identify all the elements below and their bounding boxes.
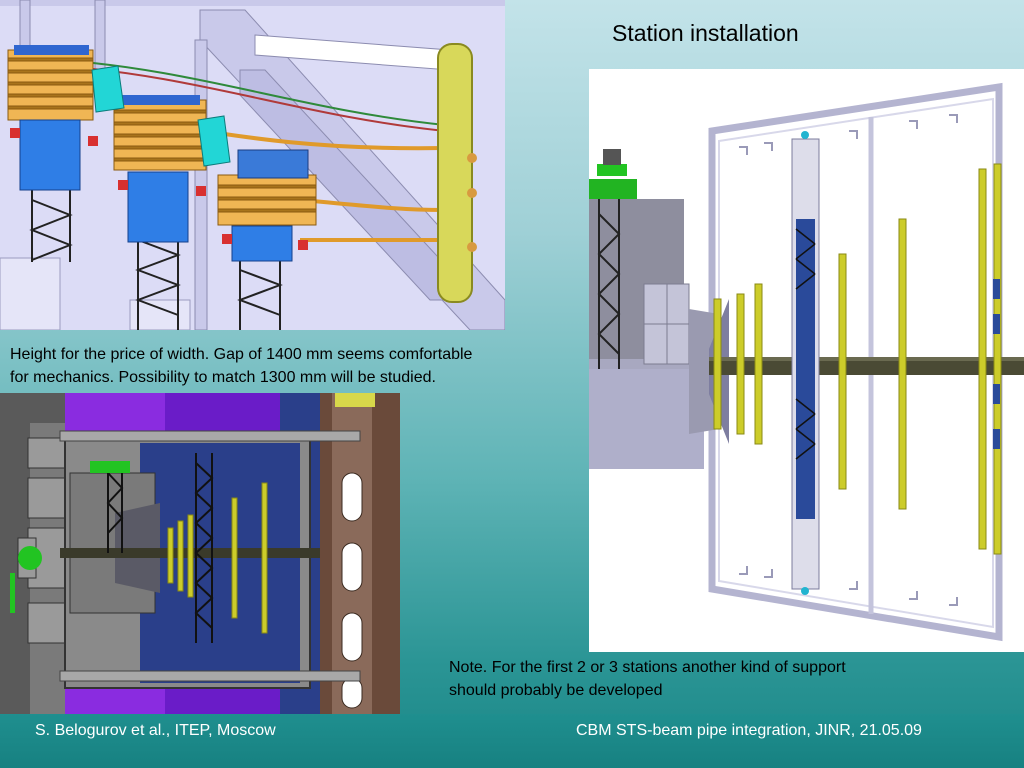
support-note-line: Note. For the first 2 or 3 stations anot… [449, 659, 846, 676]
support-note-line: should probably be developed [449, 682, 663, 699]
height-comment-line: Height for the price of width. Gap of 14… [10, 346, 473, 363]
station-modules-render [0, 0, 505, 330]
support-note: Note. For the first 2 or 3 stations anot… [449, 656, 846, 702]
cave-integration-render [0, 393, 400, 714]
height-comment-line: for mechanics. Possibility to match 1300… [10, 369, 436, 386]
height-comment: Height for the price of width. Gap of 14… [10, 343, 472, 389]
footer-event: CBM STS-beam pipe integration, JINR, 21.… [576, 722, 922, 739]
station-assembly-render [589, 69, 1024, 652]
footer-authors: S. Belogurov et al., ITEP, Moscow [35, 722, 276, 739]
slide-title: Station installation [612, 20, 799, 46]
footer-band [0, 714, 1024, 768]
